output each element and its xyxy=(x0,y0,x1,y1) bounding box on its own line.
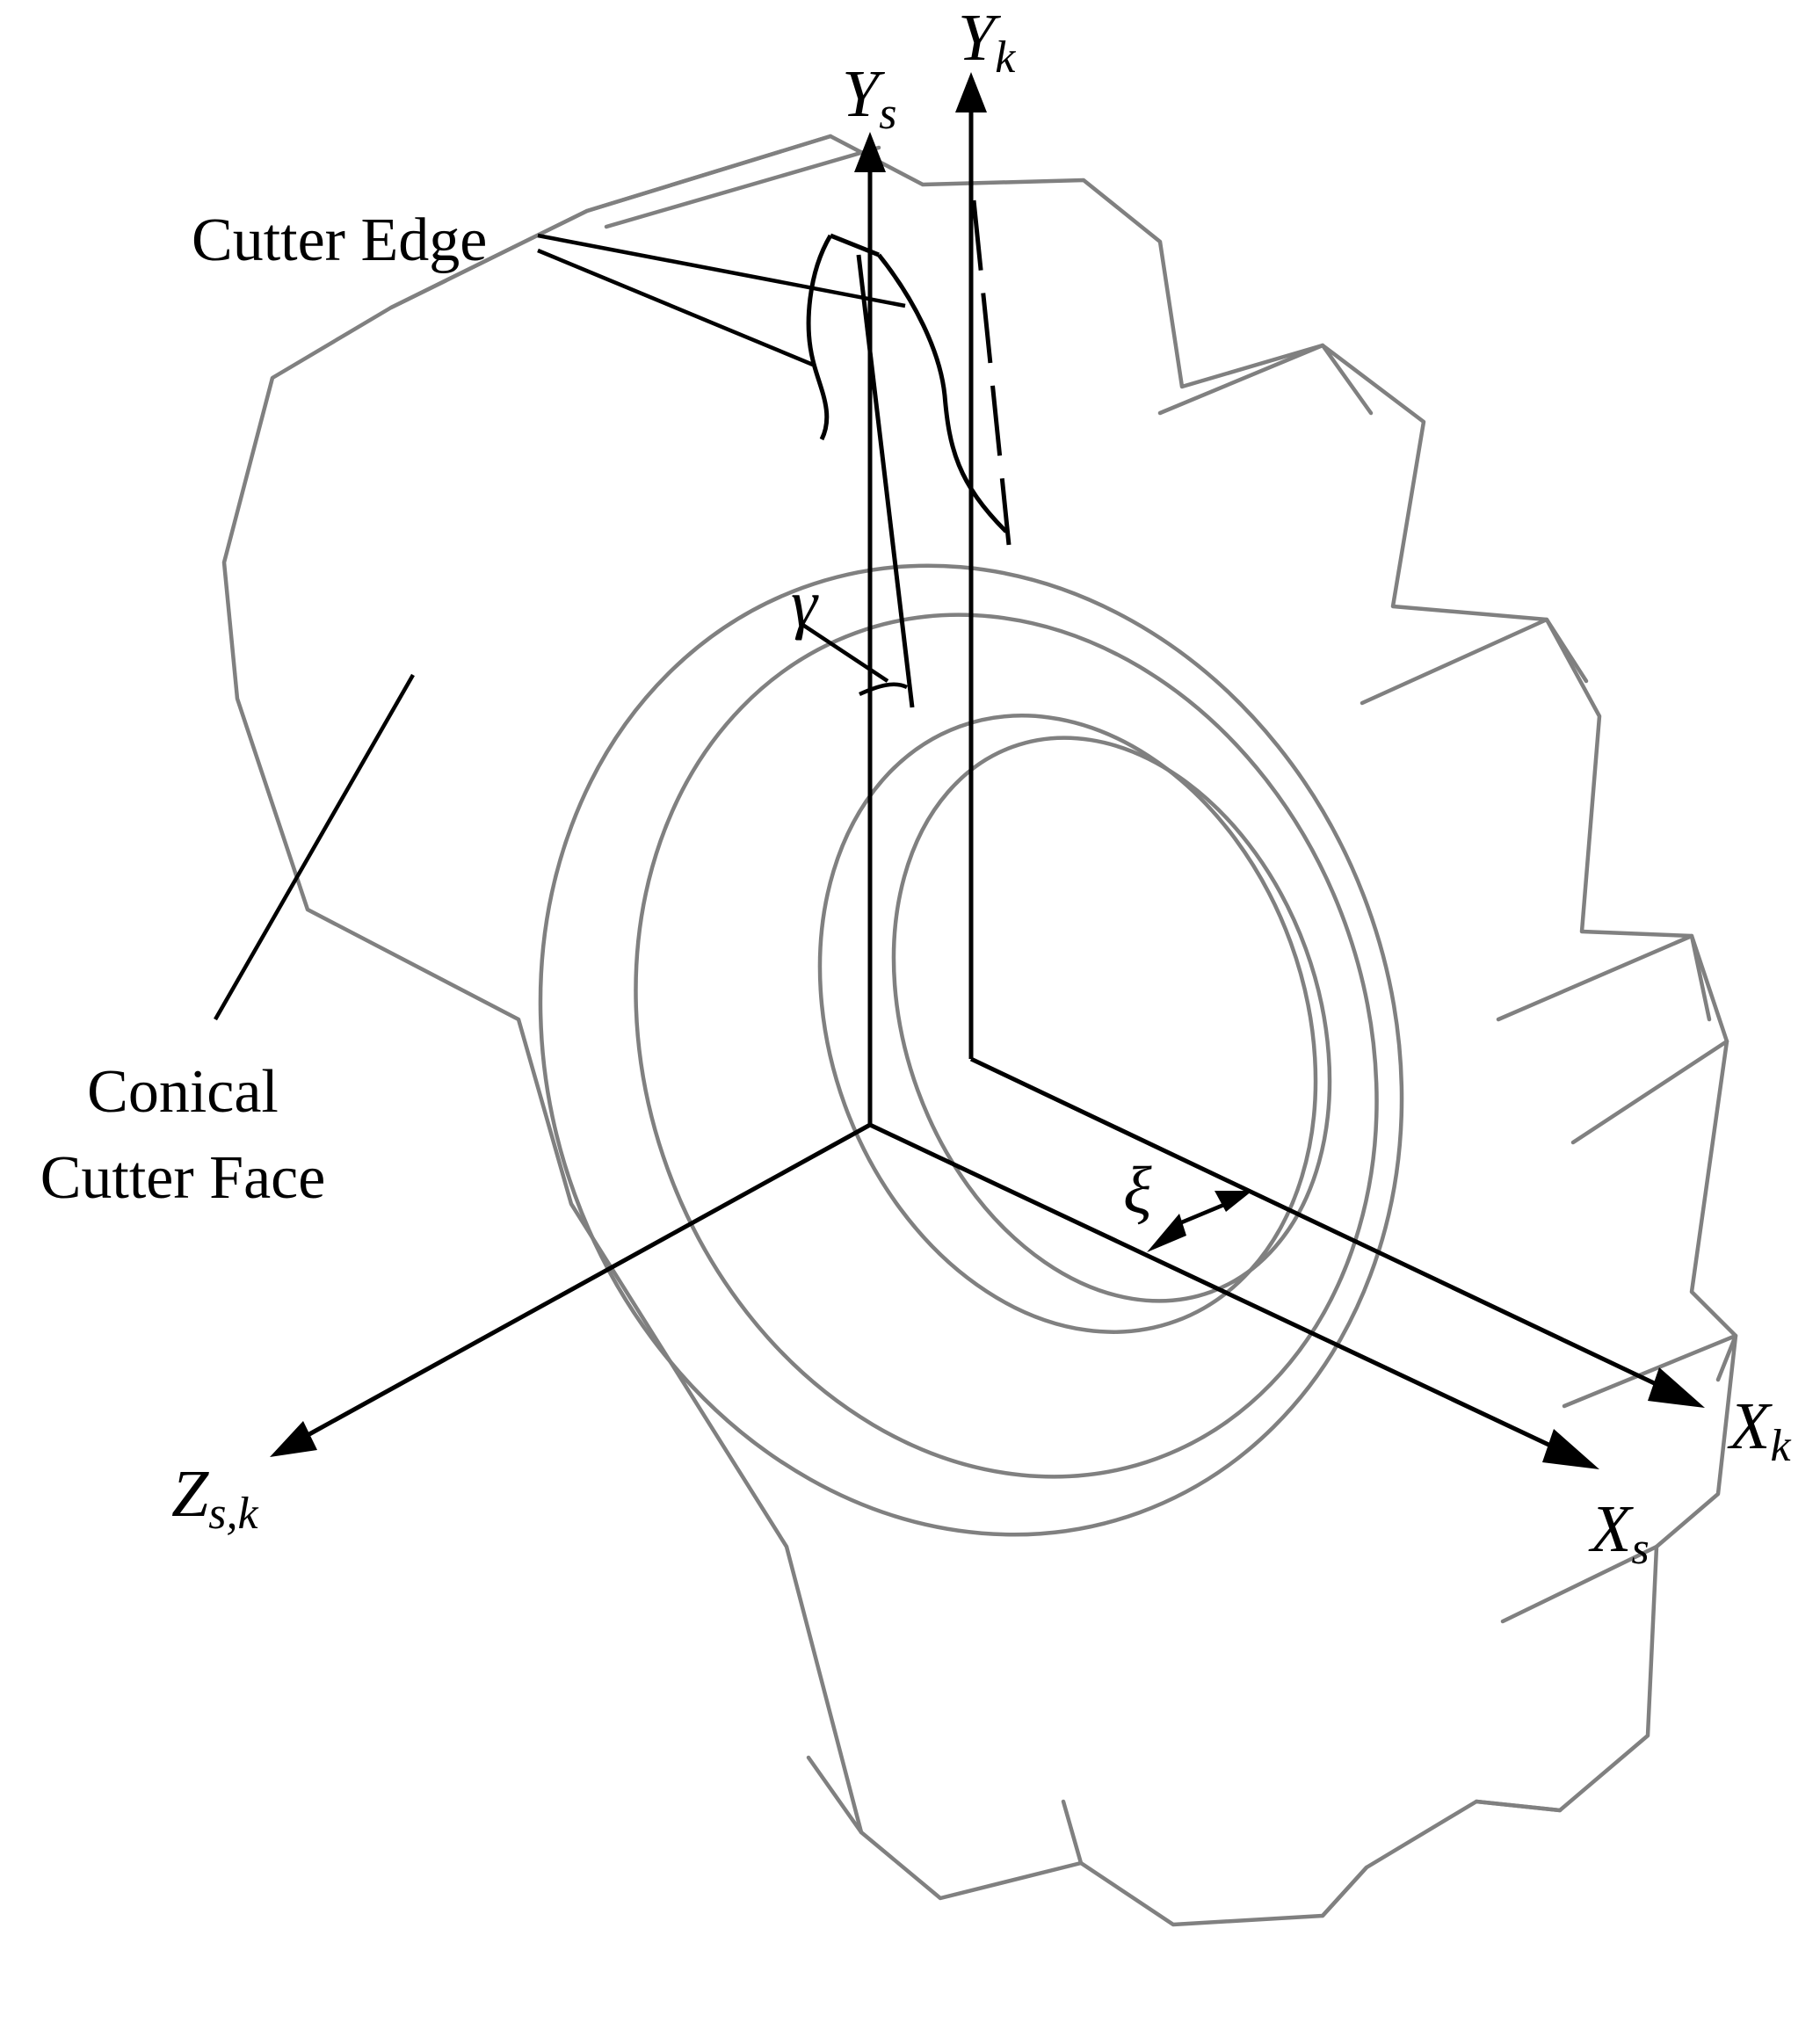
bore-back xyxy=(891,736,1332,1303)
gamma-marker-arc xyxy=(859,682,909,697)
axis-xk-line xyxy=(969,1056,1667,1391)
xi-offset-marker xyxy=(1147,1191,1252,1252)
cutter-edges xyxy=(806,233,1008,708)
axis-xs-arrowhead xyxy=(1542,1429,1599,1469)
hub-middle-ring xyxy=(634,613,1379,1479)
gear-body xyxy=(221,134,1738,1927)
gamma-marker-arm xyxy=(800,622,889,683)
bore-front xyxy=(817,714,1318,1334)
axis-yk-arrowhead xyxy=(955,72,987,112)
hub-outer-ring xyxy=(538,563,1404,1537)
gamma-reference-line xyxy=(856,254,915,708)
axis-xk-label: Xk xyxy=(1727,1389,1791,1471)
gamma-symbol: γ xyxy=(791,567,819,641)
conical-face-leader xyxy=(214,673,415,1021)
axis-zsk-line xyxy=(308,1122,872,1437)
axis-yk-parallel-dashed xyxy=(971,199,1012,546)
cutter-edge-right xyxy=(877,253,1008,533)
coordinate-axes xyxy=(270,72,1705,1469)
conical-face-label-line2: Cutter Face xyxy=(40,1144,326,1212)
conical-face-label-line1: Conical xyxy=(87,1058,279,1126)
axis-ys-arrowhead xyxy=(854,132,886,172)
axis-yk-label: Yk xyxy=(958,1,1016,83)
cutter-edge-leader-top xyxy=(537,233,906,308)
gamma-angle-marker xyxy=(800,622,909,697)
gear-outer-profile xyxy=(221,134,1738,1927)
tooth-bevel-lines xyxy=(388,134,1738,1918)
xi-symbol: ξ xyxy=(1123,1154,1152,1228)
leader-lines xyxy=(214,233,906,1021)
axis-ys-label: Ys xyxy=(842,57,897,139)
axis-xk-arrowhead xyxy=(1648,1367,1705,1408)
xi-arrowhead-right xyxy=(1215,1191,1252,1212)
cutter-edge-left xyxy=(806,234,833,441)
axis-zsk-label: Zs,k xyxy=(171,1457,259,1539)
xi-arrowhead-left xyxy=(1147,1214,1186,1252)
axis-zsk-arrowhead xyxy=(270,1421,317,1457)
axis-xs-label: Xs xyxy=(1588,1492,1650,1574)
cutter-edge-leader-left xyxy=(537,248,814,367)
cutter-edge-label: Cutter Edge xyxy=(192,207,487,274)
axis-xs-line xyxy=(868,1122,1562,1453)
